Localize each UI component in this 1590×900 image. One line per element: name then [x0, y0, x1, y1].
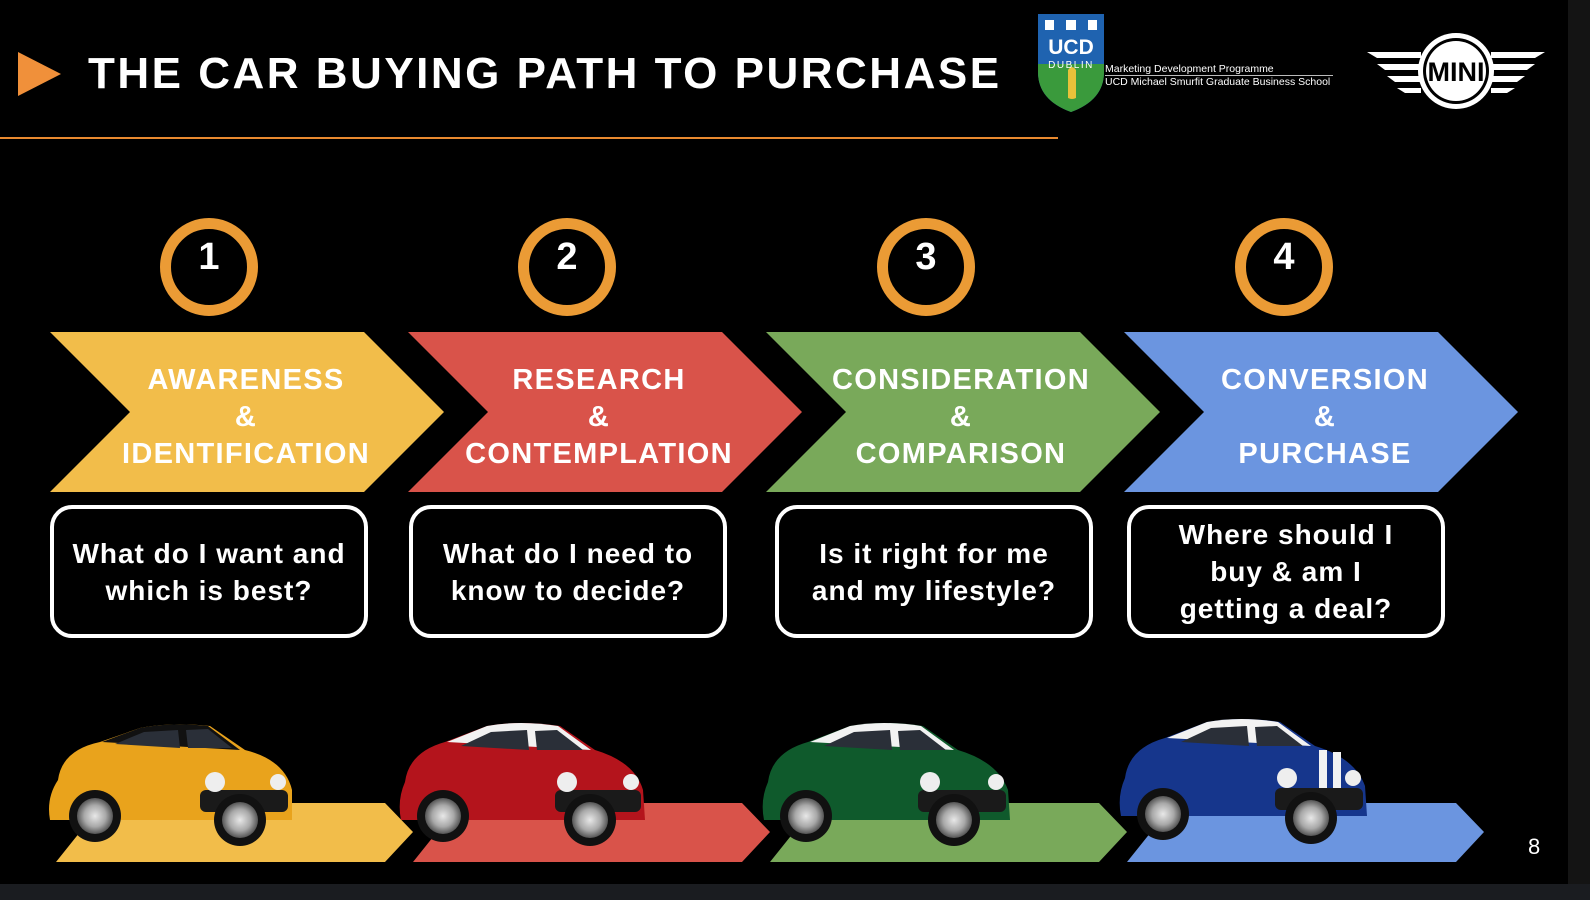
svg-text:MINI: MINI: [1428, 57, 1485, 87]
slide-title: THE CAR BUYING PATH TO PURCHASE: [88, 49, 1002, 98]
step-3-circle: 3: [877, 218, 975, 316]
window-edge-bottom: [0, 884, 1590, 900]
ucd-divider: [1105, 75, 1333, 76]
red-mini-car: [399, 723, 645, 846]
step-2-question-box: What do I need to know to decide?: [409, 505, 727, 638]
mini-logo-icon: MINI: [1367, 33, 1545, 109]
step-2-question: What do I need to know to decide?: [442, 537, 694, 606]
stage-4-chevron: [1124, 332, 1518, 492]
step-2-number: 2: [556, 236, 578, 278]
path-chevrons: [49, 332, 1518, 862]
title-arrow-icon: [18, 52, 61, 96]
step-3-question-box: Is it right for me and my lifestyle?: [775, 505, 1093, 638]
ucd-programme-text: Marketing Development Programme UCD Mich…: [1105, 63, 1331, 88]
stage-4-label: CONVERSION & PURCHASE: [1221, 364, 1429, 470]
step-4-question-box: Where should I buy & am I getting a deal…: [1127, 505, 1445, 638]
title-underline: [0, 137, 1058, 139]
stage-2-chevron: [408, 332, 802, 492]
stage-3-label: CONSIDERATION & COMPARISON: [831, 364, 1091, 470]
stage-3-chevron: [766, 332, 1160, 492]
yellow-mini-car: [49, 724, 292, 846]
blue-mini-car: [1119, 719, 1367, 844]
step-1-question-box: What do I want and which is best?: [50, 505, 368, 638]
step-4-question: Where should I buy & am I getting a deal…: [1178, 519, 1394, 624]
page-number: 8: [1528, 834, 1541, 859]
step-3-question: Is it right for me and my lifestyle?: [811, 537, 1057, 606]
step-1-number: 1: [198, 236, 220, 278]
ucd-crest-icon: UCD DUBLIN: [1038, 14, 1104, 112]
step-1-question: What do I want and which is best?: [72, 537, 346, 606]
stage-1-chevron: [50, 332, 444, 492]
step-3-number: 3: [915, 236, 937, 278]
green-mini-car: [762, 723, 1010, 846]
stage-1-label: AWARENESS & IDENTIFICATION: [121, 364, 371, 470]
step-1-circle: 1: [160, 218, 258, 316]
step-4-number: 4: [1273, 236, 1295, 278]
slide: THE CAR BUYING PATH TO PURCHASE UCD DUBL…: [0, 14, 1545, 862]
step-4-circle: 4: [1235, 218, 1333, 316]
window-edge-right: [1568, 0, 1590, 900]
svg-text:DUBLIN: DUBLIN: [1048, 60, 1094, 71]
stage-2-label: RESEARCH & CONTEMPLATION: [465, 364, 733, 470]
step-2-circle: 2: [518, 218, 616, 316]
svg-text:UCD: UCD: [1048, 36, 1094, 59]
